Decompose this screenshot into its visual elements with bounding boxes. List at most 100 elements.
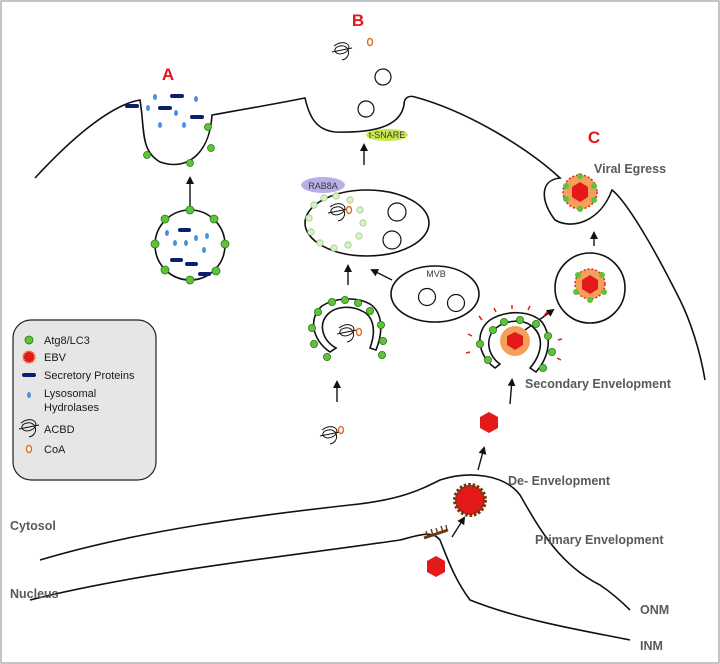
atg8-dot [309, 339, 318, 348]
atg8-dot [365, 306, 374, 315]
atg8-dot [185, 205, 195, 215]
plasma-membrane [34, 95, 706, 381]
lysosomal-hydrolase [165, 230, 169, 236]
atg8-dot [160, 265, 170, 275]
secretory-protein [198, 272, 211, 276]
autophagosome-c-dots [573, 272, 607, 303]
naked-capsid [480, 412, 498, 433]
atg8-dot [532, 319, 541, 328]
hydrolase-legend-icon [27, 392, 31, 398]
atg8-dot [591, 197, 597, 203]
acbd-released [331, 42, 353, 61]
atg8-dot [563, 183, 569, 189]
phagophore [312, 298, 382, 353]
de-envelopment-label: De- Envelopment [508, 474, 611, 488]
atg8-dot [378, 336, 387, 345]
legend-ebv: EBV [44, 352, 67, 364]
capsid [462, 491, 478, 509]
atg8-dot [539, 363, 548, 372]
atg8-dot [160, 214, 170, 224]
atg8-dot [330, 244, 338, 252]
glycoprotein-spikes [465, 305, 563, 361]
mvb-label: MVB [426, 269, 446, 279]
inm-label: INM [640, 639, 663, 653]
atg8-dot [204, 123, 212, 131]
atg8-dot [488, 325, 497, 334]
nuclear-capsid [427, 556, 445, 577]
lysosomal-hydrolase [194, 96, 198, 102]
secretory-protein [158, 106, 172, 110]
acbd-in-phagophore [336, 324, 358, 343]
atg8-dot [346, 196, 354, 204]
rab8a-marker [301, 177, 345, 193]
legend-box [12, 319, 157, 481]
lysosomal-hydrolase [202, 247, 206, 253]
atg8-dot [475, 339, 484, 348]
atg8-dot [322, 352, 331, 361]
atg8-dot [344, 241, 352, 249]
atg8-dot [563, 196, 569, 202]
secondary-envelopment-label: Secondary Envelopment [525, 377, 672, 391]
atg8-dot [186, 159, 194, 167]
secretory-protein [185, 262, 198, 266]
primary-envelopment-label: Primary Envelopment [535, 533, 664, 547]
lysosomal-hydrolase [182, 122, 186, 128]
legend-secretory: Secretory Proteins [44, 370, 135, 382]
legend: Atg8/LC3 EBV Secretory Proteins Lysosoma… [12, 319, 157, 481]
legend-coa: CoA [44, 444, 66, 456]
panel-a: A [125, 65, 230, 285]
atg8-dot [211, 266, 221, 276]
acbd-cytosolic [319, 426, 341, 445]
capsid [507, 332, 523, 350]
lysosomal-hydrolase [194, 235, 198, 241]
atg8-dot [310, 201, 318, 209]
released-vesicle [357, 100, 375, 118]
inner-nuclear-membrane [29, 533, 631, 641]
capsid [582, 275, 598, 294]
coa-mark [345, 205, 353, 215]
acbd-in-amphisome [327, 203, 349, 222]
arrow-c-low [507, 378, 516, 405]
atg8-dot [356, 206, 364, 214]
panel-a-title: A [162, 65, 174, 84]
atg8-dot [185, 275, 195, 285]
panel-c: C Viral Egress [423, 128, 672, 577]
atg8-dot [305, 214, 313, 222]
atg8-dot [340, 295, 349, 304]
atg8-dot [143, 151, 151, 159]
lysosomal-hydrolase [146, 105, 150, 111]
legend-hydrolases-line2: Hydrolases [44, 402, 100, 414]
acbd-legend-icon [18, 419, 40, 438]
viral-egress-label: Viral Egress [594, 162, 666, 176]
secretory-legend-icon [22, 373, 36, 377]
coa-legend-icon [25, 444, 33, 454]
atg8-legend-icon [24, 335, 34, 345]
atg8-dot [377, 350, 386, 359]
secretory-protein [170, 258, 183, 262]
atg8-dot [599, 272, 605, 278]
panel-b: B t-SNARE RAB8A [301, 11, 480, 445]
nucleus-label: Nucleus [10, 587, 59, 601]
budding-spikes [425, 524, 448, 538]
lysosomal-hydrolase [205, 233, 209, 239]
egress-dots [563, 173, 597, 212]
legend-atg8: Atg8/LC3 [44, 335, 90, 347]
rab8a-label: RAB8A [308, 181, 338, 191]
coa-mark [337, 425, 345, 435]
atg8-dot [499, 317, 508, 326]
panel-b-title: B [352, 11, 364, 30]
atg8-dot [516, 315, 525, 324]
atg8-dot [220, 239, 230, 249]
onm-label: ONM [640, 603, 669, 617]
arrow-mvb [370, 269, 393, 281]
legend-acbd: ACBD [44, 424, 75, 436]
atg8-dot [573, 289, 579, 295]
atg8-dot [209, 214, 219, 224]
atg8-dot [327, 297, 336, 306]
atg8-dot [575, 272, 581, 278]
intraluminal-vesicle [382, 230, 402, 250]
cytosol-label: Cytosol [10, 519, 56, 533]
